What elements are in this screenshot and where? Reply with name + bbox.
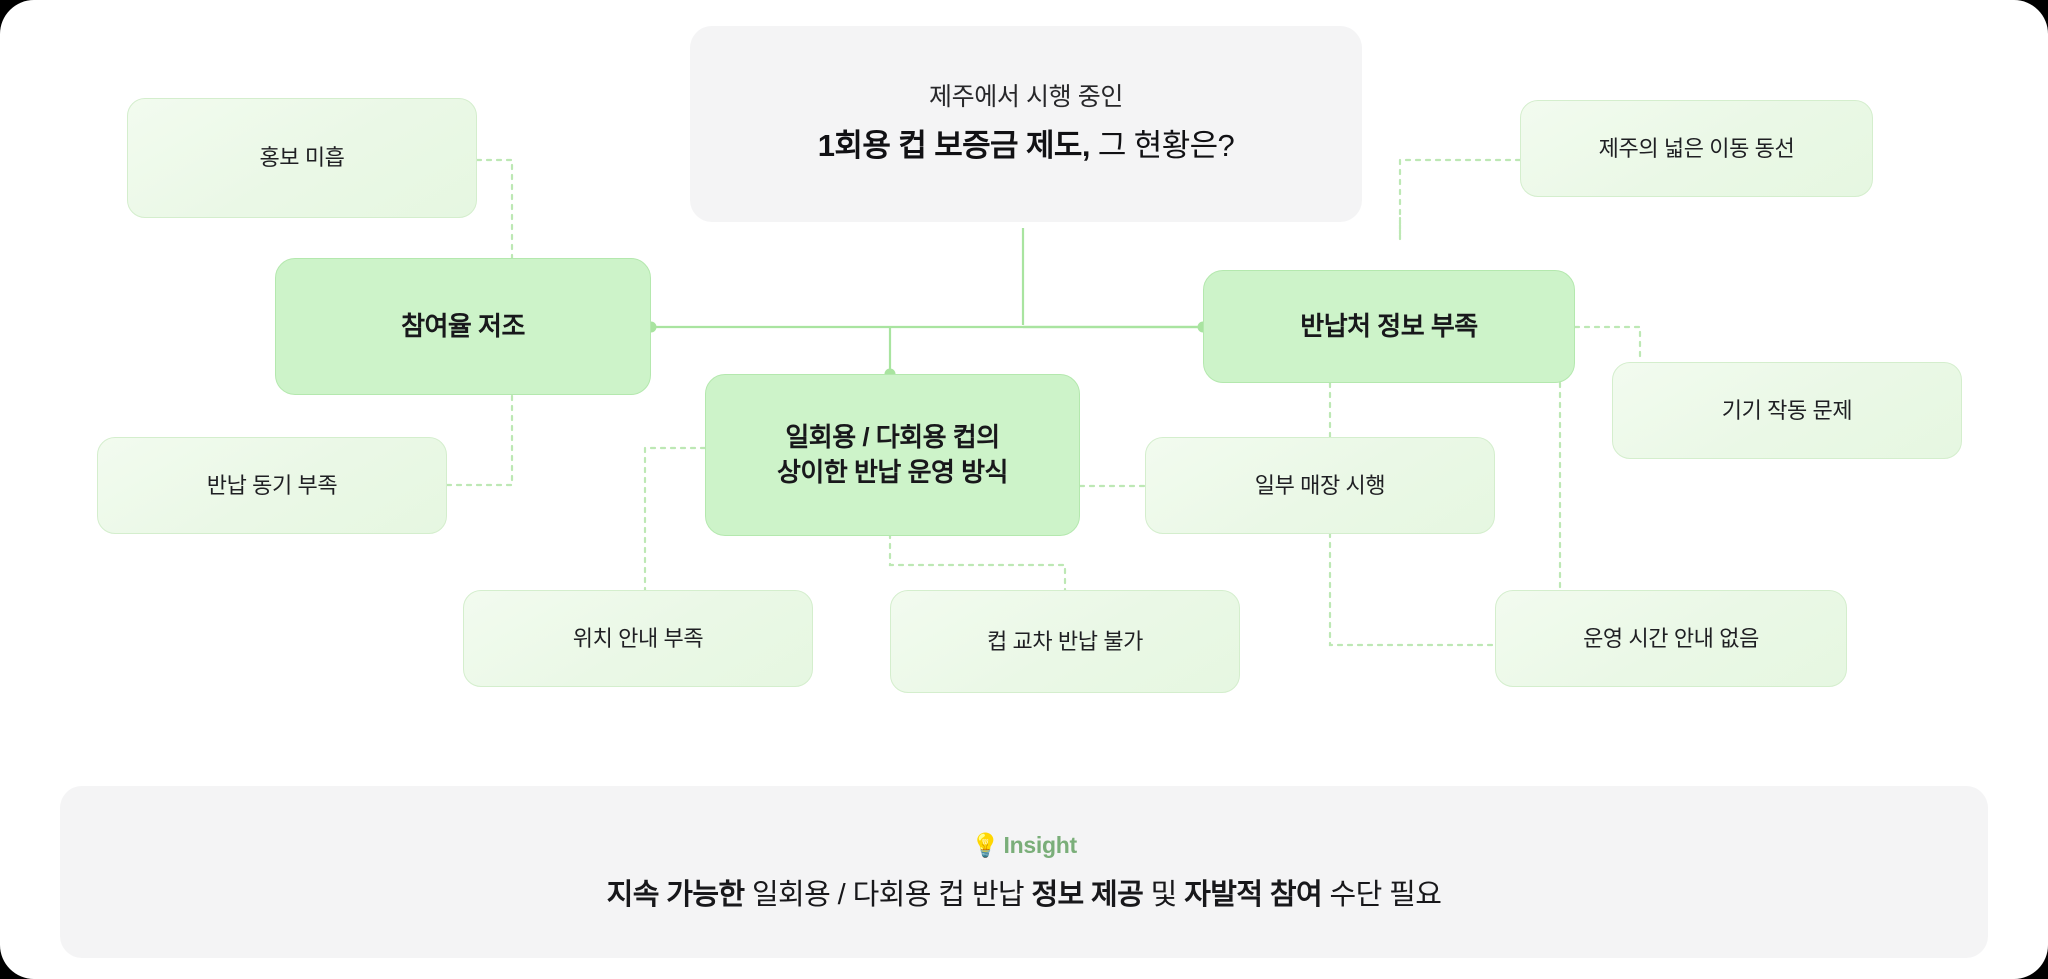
wire-device (1573, 325, 1642, 364)
node-label: 일부 매장 시행 (1254, 472, 1386, 498)
node-label-line2: 상이한 반납 운영 방식 (777, 457, 1008, 487)
node-low-participation[interactable]: 참여율 저조 (275, 258, 651, 395)
node-label: 참여율 저조 (401, 310, 525, 341)
node-label: 위치 안내 부족 (572, 625, 704, 651)
insight-label: Insight (1003, 831, 1078, 858)
insight-text-3: 정보 제공 (1031, 878, 1144, 911)
node-no-hours-info[interactable]: 운영 시간 안내 없음 (1495, 590, 1847, 687)
insight-text-6: 수단 필요 (1322, 878, 1442, 911)
node-label: 반납 동기 부족 (206, 472, 338, 498)
insight-text-2: 일회용 / 다회용 컵 반납 (744, 878, 1032, 911)
node-label: 운영 시간 안내 없음 (1583, 625, 1759, 651)
insight-text: 지속 가능한 일회용 / 다회용 컵 반납 정보 제공 및 자발적 참여 수단 … (607, 871, 1442, 913)
node-partial-stores[interactable]: 일부 매장 시행 (1145, 437, 1495, 534)
title-headline: 1회용 컵 보증금 제도, 그 현황은? (817, 125, 1235, 167)
node-mixed-return-ops[interactable]: 일회용 / 다회용 컵의 상이한 반납 운영 방식 (705, 374, 1080, 536)
wire-dots (645, 321, 1209, 380)
node-label-line1: 일회용 / 다회용 컵의 (785, 421, 1000, 452)
title-card: 제주에서 시행 중인 1회용 컵 보증금 제도, 그 현황은? (690, 26, 1362, 222)
node-location-guide[interactable]: 위치 안내 부족 (463, 590, 813, 687)
title-headline-rest: 그 현황은? (1089, 127, 1235, 163)
wire-motivation (445, 393, 514, 487)
wire-wide (1398, 158, 1522, 241)
title-subtitle: 제주에서 시행 중인 (929, 83, 1123, 112)
node-label: 기기 작동 문제 (1721, 397, 1853, 423)
node-label: 반납처 정보 부족 (1300, 310, 1478, 341)
insight-card: 💡 Insight 지속 가능한 일회용 / 다회용 컵 반납 정보 제공 및 … (60, 786, 1988, 958)
node-label: 제주의 넓은 이동 동선 (1598, 135, 1795, 161)
insight-text-5: 자발적 참여 (1184, 878, 1323, 911)
insight-label-row: 💡 Insight (971, 832, 1077, 859)
node-promo-weak[interactable]: 홍보 미흡 (127, 98, 477, 218)
node-label: 홍보 미흡 (259, 145, 345, 171)
node-wide-movement[interactable]: 제주의 넓은 이동 동선 (1520, 100, 1873, 197)
node-return-motivation[interactable]: 반납 동기 부족 (97, 437, 447, 534)
title-headline-bold: 1회용 컵 보증금 제도, (817, 127, 1091, 163)
node-cross-return[interactable]: 컵 교차 반납 불가 (890, 590, 1240, 693)
node-label: 컵 교차 반납 불가 (986, 628, 1144, 654)
lightbulb-icon: 💡 (971, 831, 1000, 858)
node-device-problem[interactable]: 기기 작동 문제 (1612, 362, 1962, 459)
insight-text-1: 지속 가능한 (606, 878, 745, 911)
node-return-info-lack[interactable]: 반납처 정보 부족 (1203, 270, 1575, 383)
insight-text-4: 및 (1143, 878, 1185, 911)
wire-promo (475, 158, 514, 264)
